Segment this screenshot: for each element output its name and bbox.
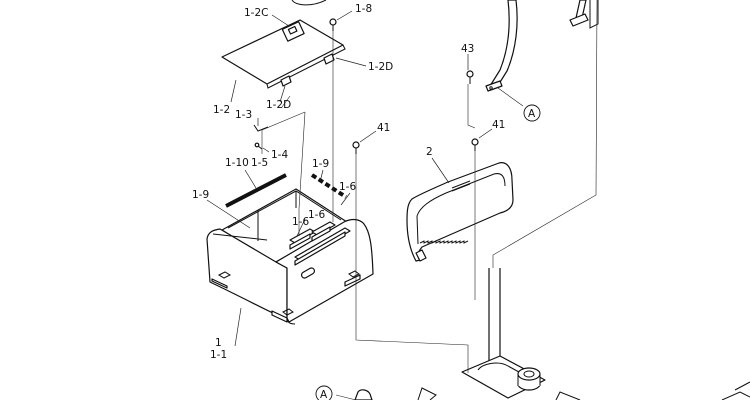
battery-box-part xyxy=(206,188,374,325)
leader-lines xyxy=(206,10,493,347)
label-41-right: 41 xyxy=(492,119,505,131)
label-1-2c: 1-2C xyxy=(244,7,268,19)
lock-parts xyxy=(253,124,269,150)
label-1-6-right: 1-6 xyxy=(339,181,356,193)
reference-marker-a-upper-label: A xyxy=(528,108,536,120)
label-41-left: 41 xyxy=(377,122,390,134)
reference-marker-a-upper: A xyxy=(523,104,541,122)
label-1-1: 1-1 xyxy=(210,349,227,361)
bolt-41-right xyxy=(471,138,479,151)
label-1-2d-bottom: 1-2D xyxy=(266,99,291,111)
label-1-2: 1-2 xyxy=(213,104,230,116)
bolt-41-left xyxy=(352,141,360,154)
label-2: 2 xyxy=(426,146,433,158)
center-lines xyxy=(261,0,598,400)
label-1-10: 1-10 xyxy=(225,157,249,169)
label-1: 1 xyxy=(215,337,222,349)
label-1-2d-top: 1-2D xyxy=(368,61,393,73)
upper-part-fragment xyxy=(291,0,327,6)
rubber-strips xyxy=(212,173,348,241)
bolt-1-8 xyxy=(329,18,337,31)
label-1-6-mid: 1-6 xyxy=(308,209,325,221)
label-1-4: 1-4 xyxy=(271,149,288,161)
lower-frame-part xyxy=(354,268,750,400)
reference-marker-a-lower: A xyxy=(315,385,333,400)
label-1-5: 1-5 xyxy=(251,157,268,169)
label-1-9-top: 1-9 xyxy=(312,158,329,170)
label-1-8: 1-8 xyxy=(355,3,372,15)
reference-marker-a-lower-label: A xyxy=(320,389,328,400)
label-43: 43 xyxy=(461,43,474,55)
bolt-43 xyxy=(466,70,474,84)
stay-rod-part xyxy=(485,0,599,92)
label-1-9-left: 1-9 xyxy=(192,189,209,201)
part-labels: 1-2C 1-8 1-2D 1-2 1-2D 1-3 1-5 1-4 1-10 … xyxy=(192,3,505,361)
label-1-3: 1-3 xyxy=(235,109,252,121)
cover-lid-part xyxy=(221,19,346,89)
side-cover-part xyxy=(406,162,514,262)
label-1-6-center: 1-6 xyxy=(292,216,309,228)
